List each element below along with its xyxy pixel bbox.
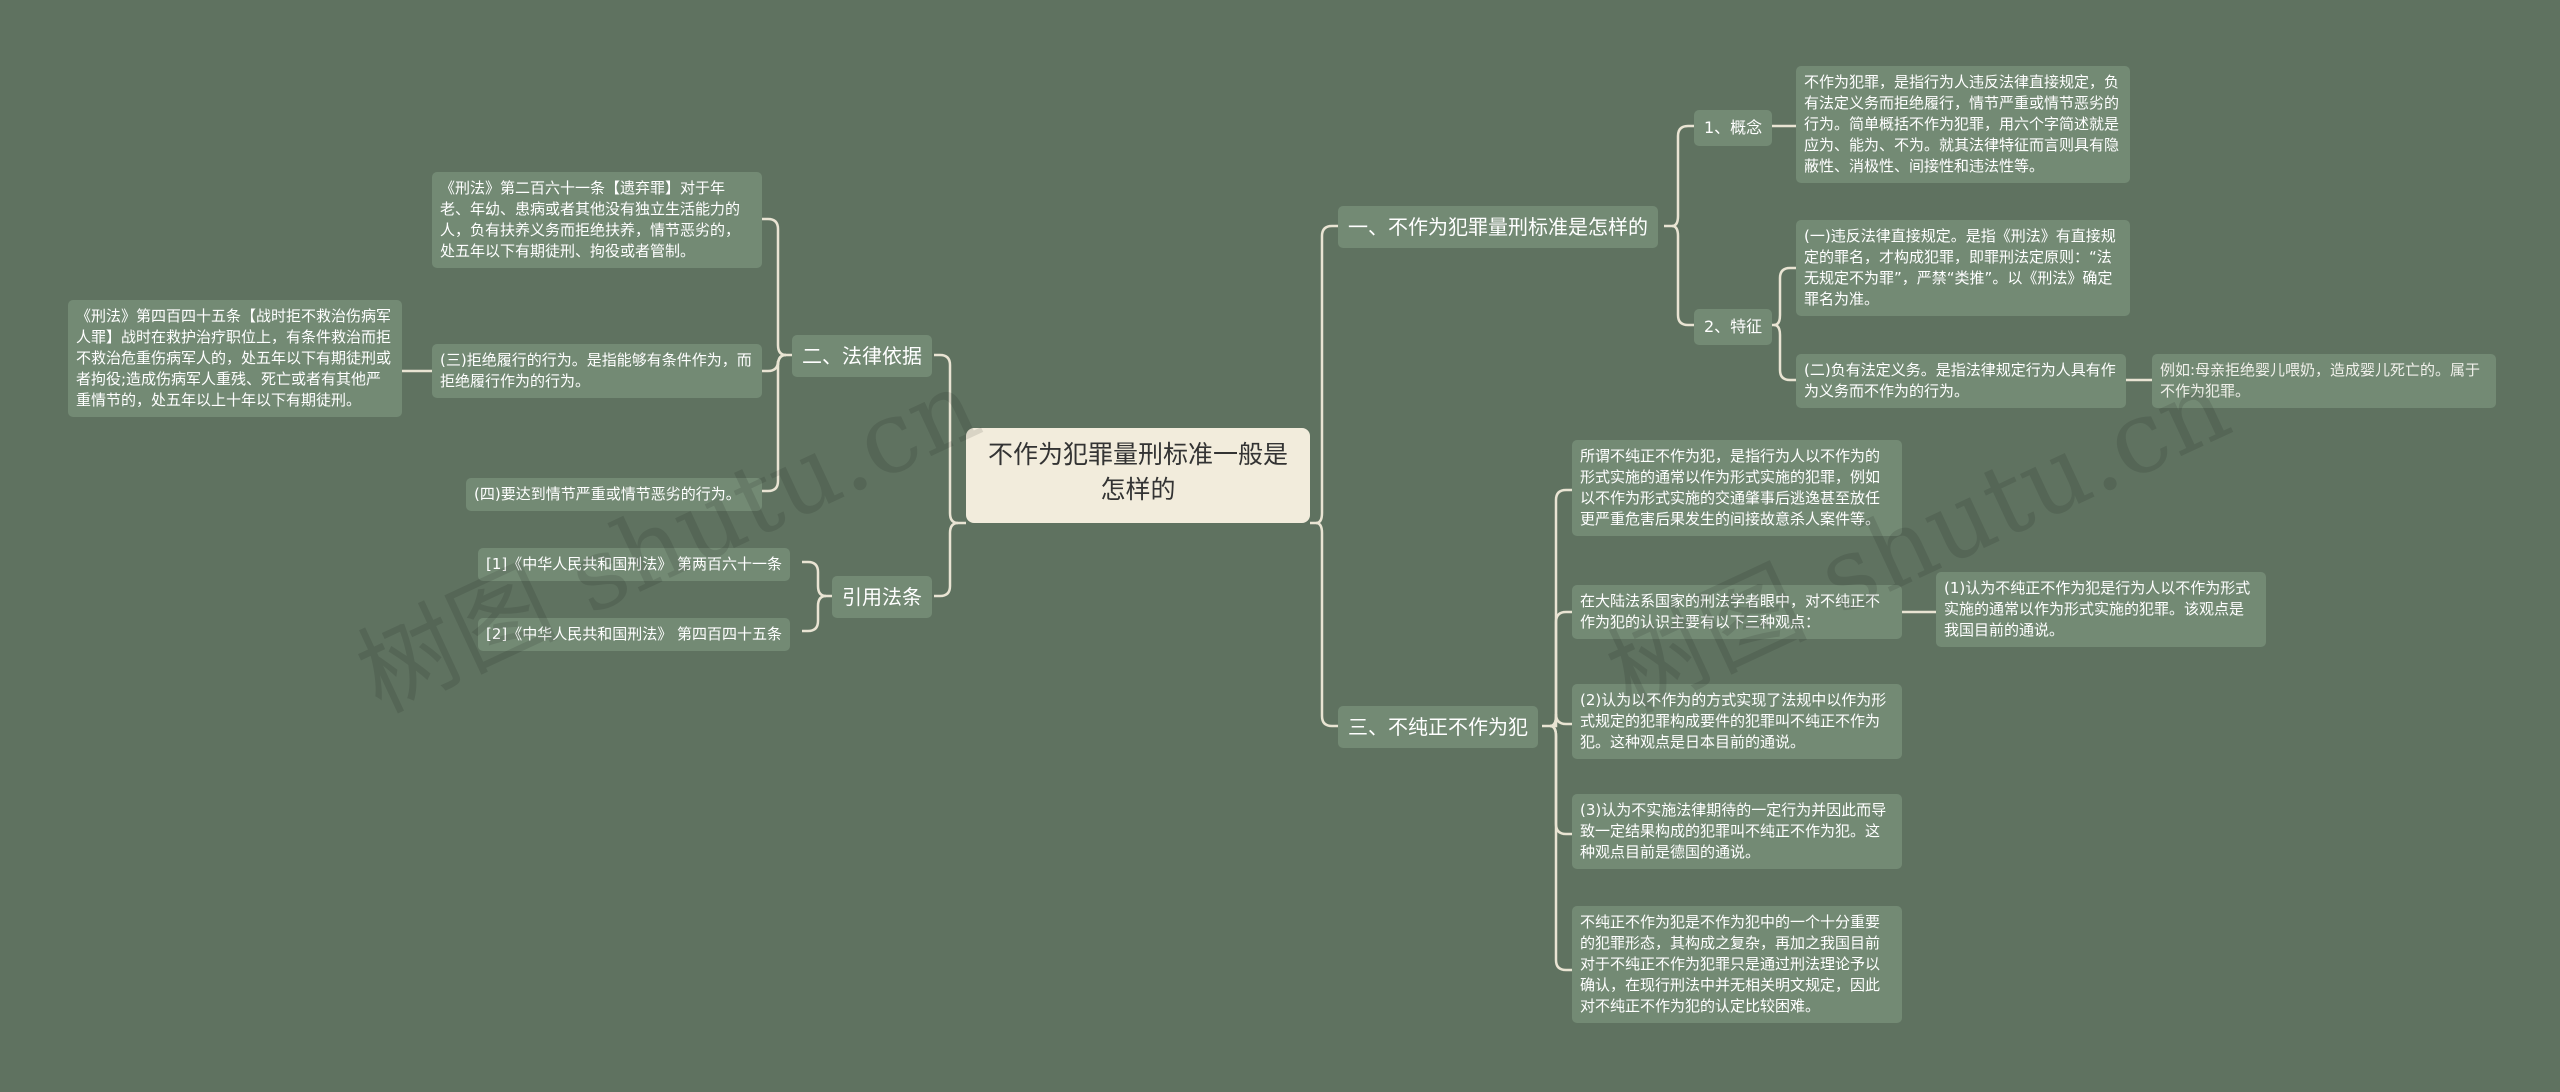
legal-basis-refusal[interactable]: (三)拒绝履行的行为。是指能够有条件作为，而拒绝履行作为的行为。: [432, 344, 762, 398]
branch-3-impure-omission[interactable]: 三、不纯正不作为犯: [1338, 706, 1538, 748]
branch-1-standard[interactable]: 一、不作为犯罪量刑标准是怎样的: [1338, 206, 1658, 248]
feature-legal-duty[interactable]: (二)负有法定义务。是指法律规定行为人具有作为义务而不作为的行为。: [1796, 354, 2126, 408]
branch-2-legal-basis[interactable]: 二、法律依据: [792, 335, 932, 377]
legal-basis-article-261[interactable]: 《刑法》第二百六十一条【遗弃罪】对于年老、年幼、患病或者其他没有独立生活能力的人…: [432, 172, 762, 268]
concept-text[interactable]: 不作为犯罪，是指行为人违反法律直接规定，负有法定义务而拒绝履行，情节严重或情节恶…: [1796, 66, 2130, 183]
root-topic[interactable]: 不作为犯罪量刑标准一般是怎样的: [966, 428, 1310, 523]
impure-omission-conclusion[interactable]: 不纯正不作为犯是不作为犯中的一个十分重要的犯罪形态，其构成之复杂，再加之我国目前…: [1572, 906, 1902, 1023]
feature-label[interactable]: 2、特征: [1694, 309, 1773, 345]
feature-legal-duty-example[interactable]: 例如:母亲拒绝婴儿喂奶，造成婴儿死亡的。属于不作为犯罪。: [2152, 354, 2496, 408]
branch-4-citations[interactable]: 引用法条: [832, 576, 932, 618]
impure-omission-view-2[interactable]: (2)认为以不作为的方式实现了法规中以作为形式规定的犯罪构成要件的犯罪叫不纯正不…: [1572, 684, 1902, 759]
impure-omission-definition[interactable]: 所谓不纯正不作为犯，是指行为人以不作为的形式实施的通常以作为形式实施的犯罪，例如…: [1572, 440, 1902, 536]
impure-omission-view-1[interactable]: (1)认为不纯正不作为犯是行为人以不作为形式实施的通常以作为形式实施的犯罪。该观…: [1936, 572, 2266, 647]
feature-violation-of-law[interactable]: (一)违反法律直接规定。是指《刑法》有直接规定的罪名，才构成犯罪，即罪刑法定原则…: [1796, 220, 2130, 316]
impure-omission-view-3[interactable]: (3)认为不实施法律期待的一定行为并因此而导致一定结果构成的犯罪叫不纯正不作为犯…: [1572, 794, 1902, 869]
citation-2[interactable]: [2]《中华人民共和国刑法》 第四百四十五条: [478, 618, 791, 651]
legal-basis-serious[interactable]: (四)要达到情节严重或情节恶劣的行为。: [466, 478, 762, 511]
concept-label[interactable]: 1、概念: [1694, 110, 1773, 146]
citation-1[interactable]: [1]《中华人民共和国刑法》 第两百六十一条: [478, 548, 791, 581]
impure-omission-views[interactable]: 在大陆法系国家的刑法学者眼中，对不纯正不作为犯的认识主要有以下三种观点：: [1572, 585, 1902, 639]
legal-basis-article-445[interactable]: 《刑法》第四百四十五条【战时拒不救治伤病军人罪】战时在救护治疗职位上，有条件救治…: [68, 300, 402, 417]
